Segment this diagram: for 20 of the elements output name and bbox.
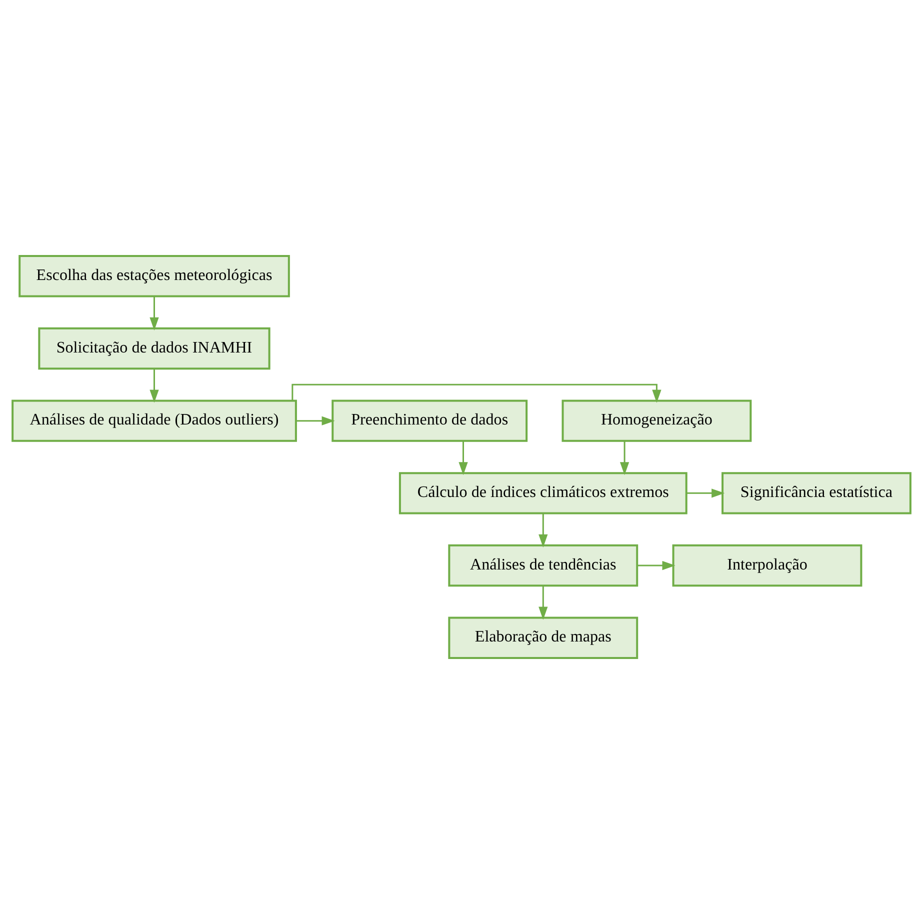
node-box: Significância estatística	[722, 472, 912, 514]
node-box: Elaboração de mapas	[448, 616, 638, 659]
arrow	[538, 513, 548, 548]
arrow	[296, 416, 335, 426]
node-box: Análises de tendências	[448, 544, 638, 587]
node-box: Análises de qualidade (Dados outliers)	[12, 400, 297, 442]
node-box: Cálculo de índices climáticos extremos	[398, 472, 688, 514]
node-box: Preenchimento de dados	[332, 400, 528, 442]
node-box: Interpolação	[672, 544, 862, 587]
arrow	[538, 586, 548, 620]
node-box: Homogeneização	[562, 400, 752, 442]
arrow	[620, 440, 630, 476]
arrow	[686, 488, 725, 498]
node-box: Solicitação de dados INAMHI	[38, 327, 270, 370]
arrow	[150, 368, 159, 403]
node-box: Escolha das estações meteorológicas	[18, 255, 290, 298]
arrow	[458, 440, 468, 476]
arrow	[150, 296, 159, 330]
arrow	[637, 560, 676, 570]
arrow	[292, 384, 662, 403]
